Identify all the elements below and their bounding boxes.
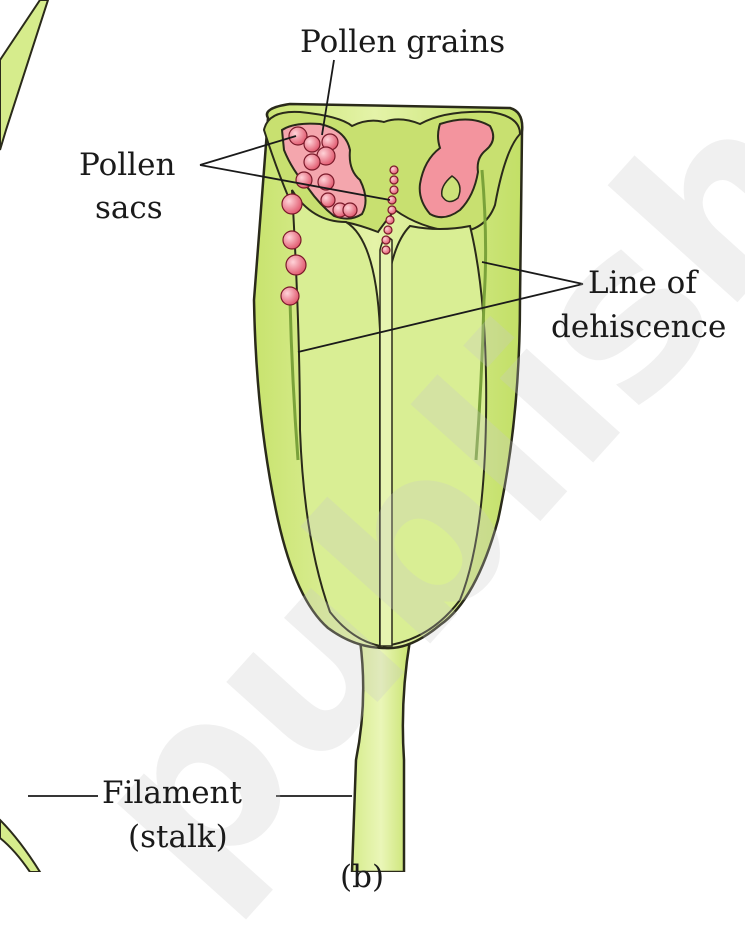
leader-lines bbox=[28, 59, 584, 797]
label-line-of-dehiscence-line2: dehiscence bbox=[551, 309, 727, 345]
right-theca bbox=[383, 224, 488, 648]
right-line-of-dehiscence bbox=[474, 169, 488, 461]
label-line-of-dehiscence-line1: Line of bbox=[588, 265, 697, 301]
label-filament-line1: Filament bbox=[102, 775, 242, 811]
label-pollen-sacs-line1: Pollen bbox=[79, 147, 176, 183]
anther-illustration bbox=[0, 0, 584, 872]
left-theca bbox=[291, 189, 381, 648]
figure-part-label: (b) bbox=[340, 859, 385, 895]
pollen-sac-right bbox=[418, 118, 495, 219]
label-filament-line2: (stalk) bbox=[128, 819, 228, 855]
pollen-sac-left bbox=[280, 122, 367, 220]
filament bbox=[350, 638, 412, 872]
pollen-sac-right-inner bbox=[440, 175, 461, 203]
label-pollen-grains: Pollen grains bbox=[300, 24, 506, 60]
left-line-of-dehiscence bbox=[288, 299, 300, 461]
pollen-grains bbox=[280, 126, 399, 306]
label-pollen-sacs-line2: sacs bbox=[95, 190, 163, 226]
central-groove bbox=[379, 236, 393, 647]
left-stalk-fragment bbox=[0, 0, 50, 872]
